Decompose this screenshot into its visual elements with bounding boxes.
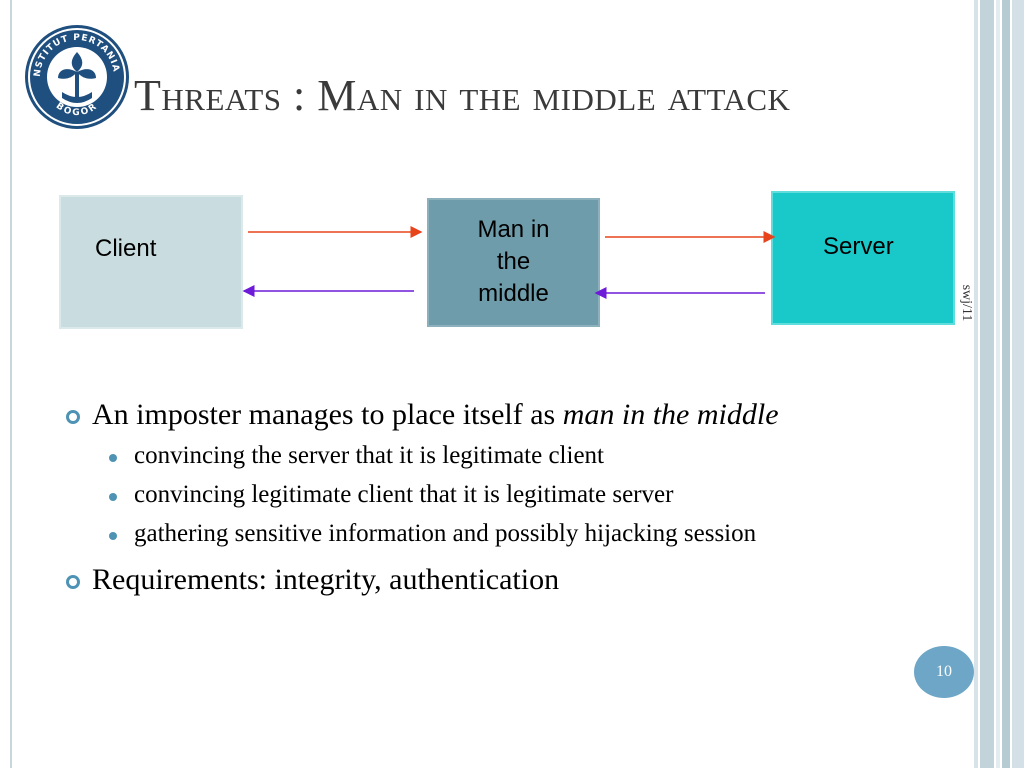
man-in-the-middle-box: Man in the middle — [427, 198, 600, 327]
mitm-label-line3: middle — [478, 280, 549, 307]
dot-bullet-icon — [109, 493, 117, 501]
bullet-main-1-text: An imposter manages to place itself as — [92, 398, 563, 431]
bullet-sub-3-text: gathering sensitive information and poss… — [134, 520, 757, 547]
left-decorative-line — [10, 0, 12, 768]
dot-bullet-icon — [109, 454, 117, 462]
bullet-main-2-text: Requirements: integrity, authentication — [92, 563, 560, 596]
bullet-main-2: Requirements: integrity, authentication — [62, 561, 862, 599]
mitm-label-line2: the — [496, 248, 531, 275]
bullet-main-1-italic: man in the middle — [562, 398, 779, 431]
page-number-badge: 10 — [914, 646, 974, 698]
ring-bullet-icon — [66, 410, 80, 424]
mitm-label-line1: Man in — [477, 216, 550, 243]
university-logo-icon: INSTITUT PERTANIAN BOGOR — [22, 22, 129, 129]
bullet-sub-1: convincing the server that it is legitim… — [62, 440, 862, 471]
bullet-sub-1-text: convincing the server that it is legitim… — [134, 442, 604, 469]
slide-title: Threats : Man in the middle attack — [134, 71, 791, 120]
right-decorative-bars — [974, 0, 1024, 768]
bullet-sub-2-text: convincing legitimate client that it is … — [134, 481, 674, 508]
bullet-sub-3: gathering sensitive information and poss… — [62, 518, 862, 549]
server-box: Server — [771, 191, 955, 325]
bullet-list: An imposter manages to place itself as m… — [62, 396, 862, 605]
client-box: Client — [59, 195, 243, 329]
bullet-main-1: An imposter manages to place itself as m… — [62, 396, 862, 434]
ring-bullet-icon — [66, 575, 80, 589]
client-label: Client — [95, 235, 157, 262]
side-note: swj/11 — [959, 284, 974, 322]
bullet-sub-2: convincing legitimate client that it is … — [62, 479, 862, 510]
server-label: Server — [823, 233, 894, 260]
dot-bullet-icon — [109, 532, 117, 540]
